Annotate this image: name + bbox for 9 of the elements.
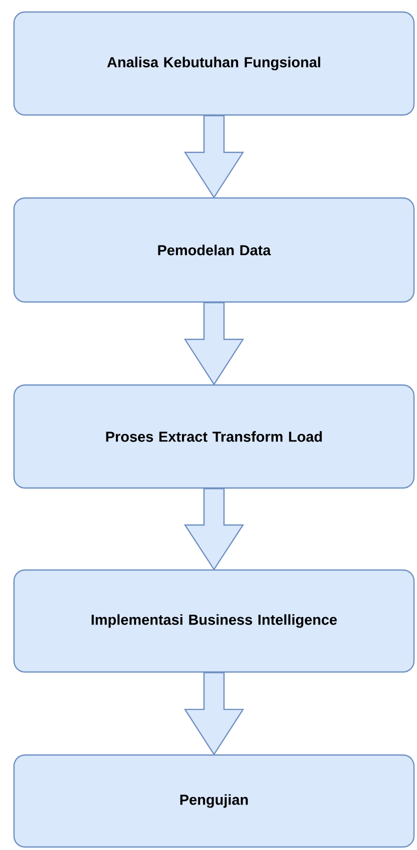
block-arrow <box>184 672 244 756</box>
block-arrow <box>184 488 244 570</box>
process-box: Pengujian <box>13 754 415 848</box>
process-box: Proses Extract Transform Load <box>13 384 415 489</box>
process-box: Pemodelan Data <box>13 197 415 303</box>
block-arrow <box>184 115 244 198</box>
block-arrow <box>184 302 244 386</box>
process-box: Implementasi Business Intelligence <box>13 569 415 673</box>
process-box: Analisa Kebutuhan Fungsional <box>13 11 415 116</box>
